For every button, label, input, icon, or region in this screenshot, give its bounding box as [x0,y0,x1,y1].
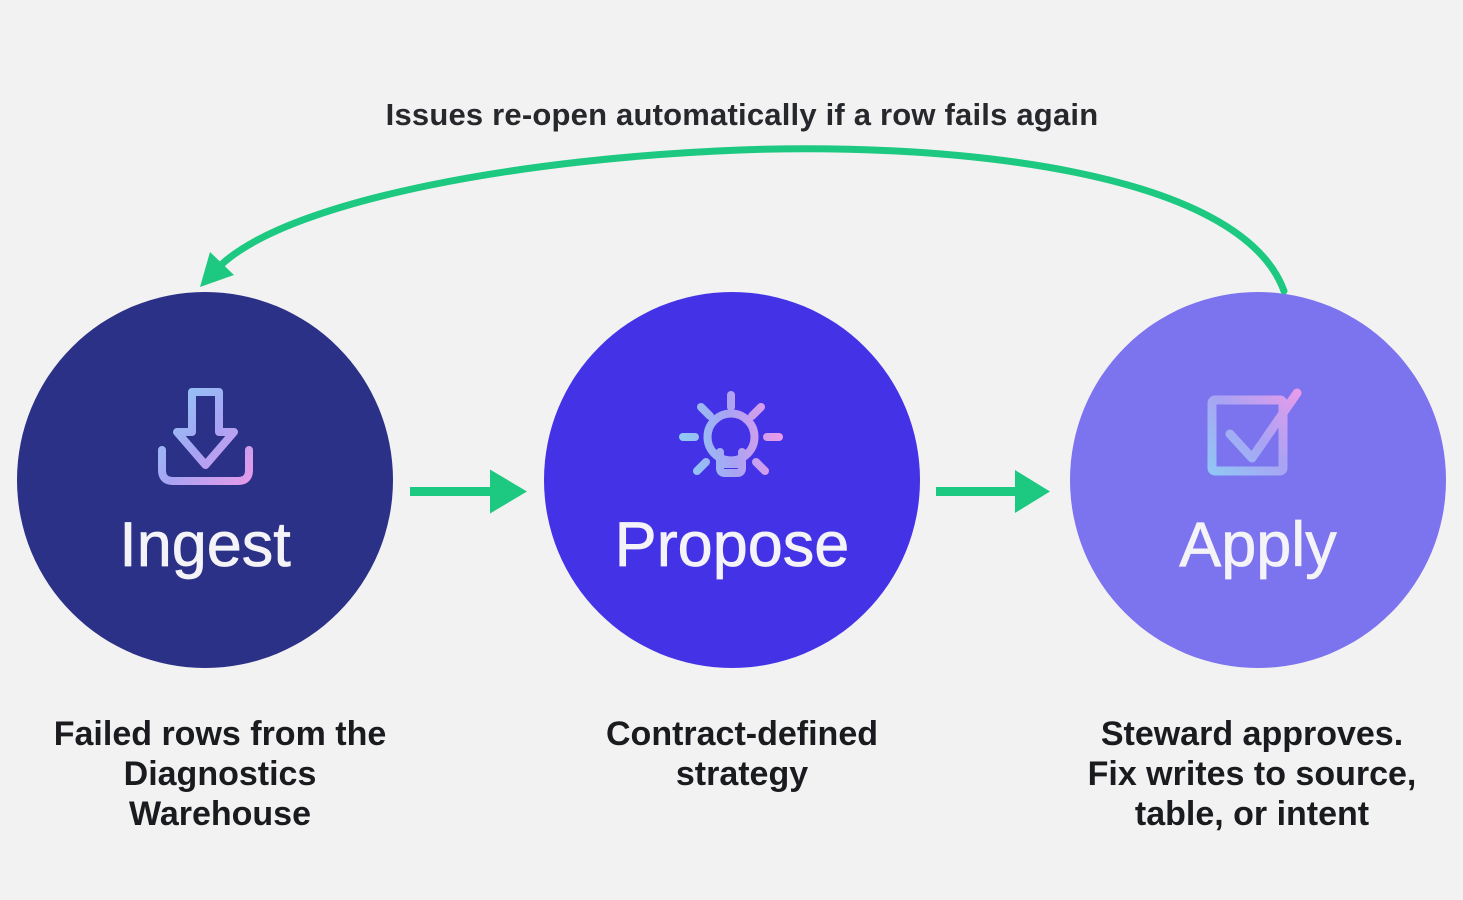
loop-back-arrowhead [200,252,234,287]
check-mark [1225,388,1302,463]
loop-back-arrow-curve [218,145,1288,295]
caption-line: Steward approves. [1100,715,1404,753]
bulb-neck [716,448,746,477]
caption-line: strategy [675,755,809,793]
step-label-ingest: Ingest [119,510,291,580]
caption-apply: Steward approves. Fix writes to source, … [1052,714,1452,834]
checkbox-check-icon [1207,388,1302,476]
propose-circle [544,292,920,668]
arrow-ingest-to-propose [410,469,527,514]
arrowhead [1015,470,1050,513]
caption-propose: Contract-defined strategy [542,714,942,794]
apply-circle [1070,292,1446,668]
arrow-propose-to-apply [936,470,1050,513]
arrowhead [490,469,527,514]
ray-lower-right [752,458,769,475]
ray-lower-left [693,458,710,475]
ray-upper-right [748,403,765,420]
caption-line: Contract-defined [606,715,878,753]
loop-back-arrow [200,145,1288,295]
step-label-propose: Propose [614,510,850,580]
caption-line: table, or intent [1134,795,1370,833]
ray-upper-left [697,403,714,420]
caption-line: Warehouse [128,795,311,833]
download-arrow-shape [173,388,238,469]
download-tray-shape [158,446,253,485]
caption-line: Fix writes to source, [1087,755,1417,793]
download-tray-icon [158,388,253,485]
caption-line: Diagnostics [123,755,317,793]
loop-label: Issues re-open automatically if a row fa… [385,97,1099,132]
caption-ingest: Failed rows from the Diagnostics Warehou… [20,714,420,834]
checkbox-square [1207,395,1288,476]
step-label-apply: Apply [1179,510,1337,580]
bulb-globe [703,409,759,465]
caption-line: Failed rows from the [53,715,387,753]
lightbulb-rays-icon [679,391,783,477]
